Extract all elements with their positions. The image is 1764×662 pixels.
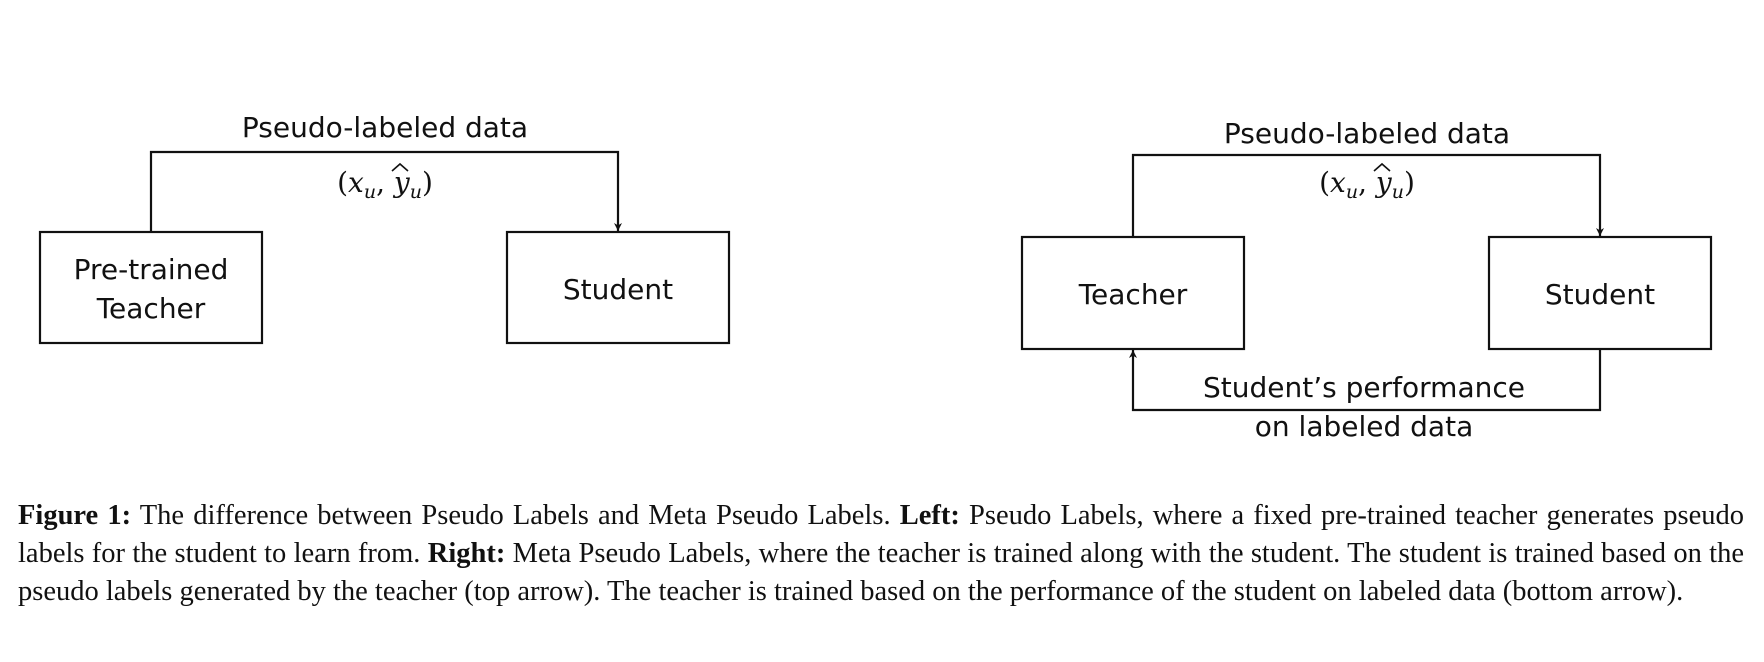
left-panel: Pseudo-labeled data (xu, yu) Pre-trained… [38,111,731,345]
right-teacher-label: Teacher [1078,278,1188,311]
left-student-box [505,230,731,345]
left-teacher-label-line2: Teacher [96,292,206,325]
right-hat-mark [1373,162,1391,172]
left-hat-mark [391,162,409,172]
caption-text-right: Meta Pseudo Labels, where the teacher is… [18,538,1745,607]
left-edge-label: Pseudo-labeled data [242,111,528,144]
figure-caption: Figure 1: The difference between Pseudo … [18,497,1744,611]
left-pseudo-label-arrow [149,150,622,232]
right-feedback-arrow [1129,349,1602,412]
caption-figure-label: Figure 1: [18,500,132,531]
pseudo-labels-diagram: Pseudo-labeled data (xu, yu) Pre-trained… [38,111,1713,443]
left-student-label: Student [563,273,673,306]
svg-text:(xu, yu): (xu, yu) [337,166,433,203]
svg-text:(xu, yu): (xu, yu) [1319,166,1415,203]
right-pseudo-label-arrow [1131,153,1604,237]
left-teacher-box [38,230,264,345]
caption-right-label: Right: [427,538,506,569]
left-edge-math: (xu, yu) [337,162,433,203]
caption-left-label: Left: [899,500,960,531]
right-teacher-box [1020,235,1246,351]
left-teacher-label-line1: Pre-trained [74,253,229,286]
right-edge-label: Pseudo-labeled data [1224,117,1510,150]
caption-text-left: Pseudo Labels, where a fixed pre-trained… [18,500,1745,569]
caption-text-intro: The difference between Pseudo Labels and… [131,500,900,531]
right-student-label: Student [1545,278,1655,311]
right-feedback-label-line1: Student’s performance [1203,371,1525,404]
right-student-box [1487,235,1713,351]
right-panel: Pseudo-labeled data (xu, yu) Teacher Stu… [1020,117,1713,443]
right-edge-math: (xu, yu) [1319,162,1415,203]
right-feedback-label-line2: on labeled data [1255,410,1473,443]
